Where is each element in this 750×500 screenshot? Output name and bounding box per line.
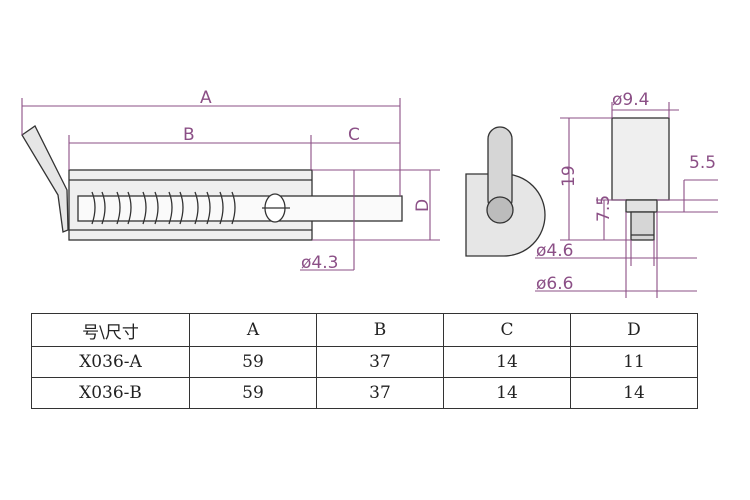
cell-b: 37 bbox=[316, 346, 444, 378]
header-c: C bbox=[443, 313, 571, 347]
dim-label-19: 19 bbox=[559, 165, 579, 187]
cell-c: 14 bbox=[443, 377, 571, 409]
bent-handle bbox=[21, 125, 69, 233]
cell-model: X036-A bbox=[31, 346, 190, 378]
technical-drawing: A B C D ø4.3 ø9.4 19 7.5 5.5 ø4.6 ø6.6 bbox=[21, 88, 718, 298]
cell-d: 11 bbox=[570, 346, 698, 378]
dim-label-phi-4-3: ø4.3 bbox=[301, 253, 338, 273]
dim-label-phi-6-6: ø6.6 bbox=[536, 274, 573, 294]
table-header-row: 号\尺寸 A B C D bbox=[31, 313, 698, 347]
side-view-tip bbox=[630, 211, 655, 241]
table-row: X036-B 59 37 14 14 bbox=[31, 377, 698, 409]
plunger-rod bbox=[77, 195, 403, 222]
dim-label-a: A bbox=[200, 88, 212, 108]
cell-model: X036-B bbox=[31, 377, 190, 409]
cell-a: 59 bbox=[189, 377, 317, 409]
cell-a: 59 bbox=[189, 346, 317, 378]
dim-label-c: C bbox=[348, 125, 360, 145]
side-view-shaft bbox=[625, 199, 658, 213]
cell-d: 14 bbox=[570, 377, 698, 409]
dim-label-7-5: 7.5 bbox=[594, 195, 614, 222]
header-model-size: 号\尺寸 bbox=[31, 313, 190, 347]
spec-table-wrapper: 号\尺寸 A B C D X036-A 59 37 14 11 X036-B 5… bbox=[31, 313, 698, 409]
dim-label-d: D bbox=[413, 199, 433, 212]
header-a: A bbox=[189, 313, 317, 347]
spec-table: 号\尺寸 A B C D X036-A 59 37 14 11 X036-B 5… bbox=[31, 313, 698, 409]
cell-b: 37 bbox=[316, 377, 444, 409]
header-b: B bbox=[316, 313, 444, 347]
cell-c: 14 bbox=[443, 346, 571, 378]
dim-label-phi-4-6: ø4.6 bbox=[536, 241, 573, 261]
spring-coils bbox=[91, 191, 236, 225]
table-row: X036-A 59 37 14 11 bbox=[31, 346, 698, 378]
side-view-body bbox=[611, 117, 670, 201]
dim-label-5-5: 5.5 bbox=[689, 153, 716, 173]
dim-label-b: B bbox=[183, 125, 195, 145]
dim-label-phi-9-4: ø9.4 bbox=[612, 90, 649, 110]
header-d: D bbox=[570, 313, 698, 347]
